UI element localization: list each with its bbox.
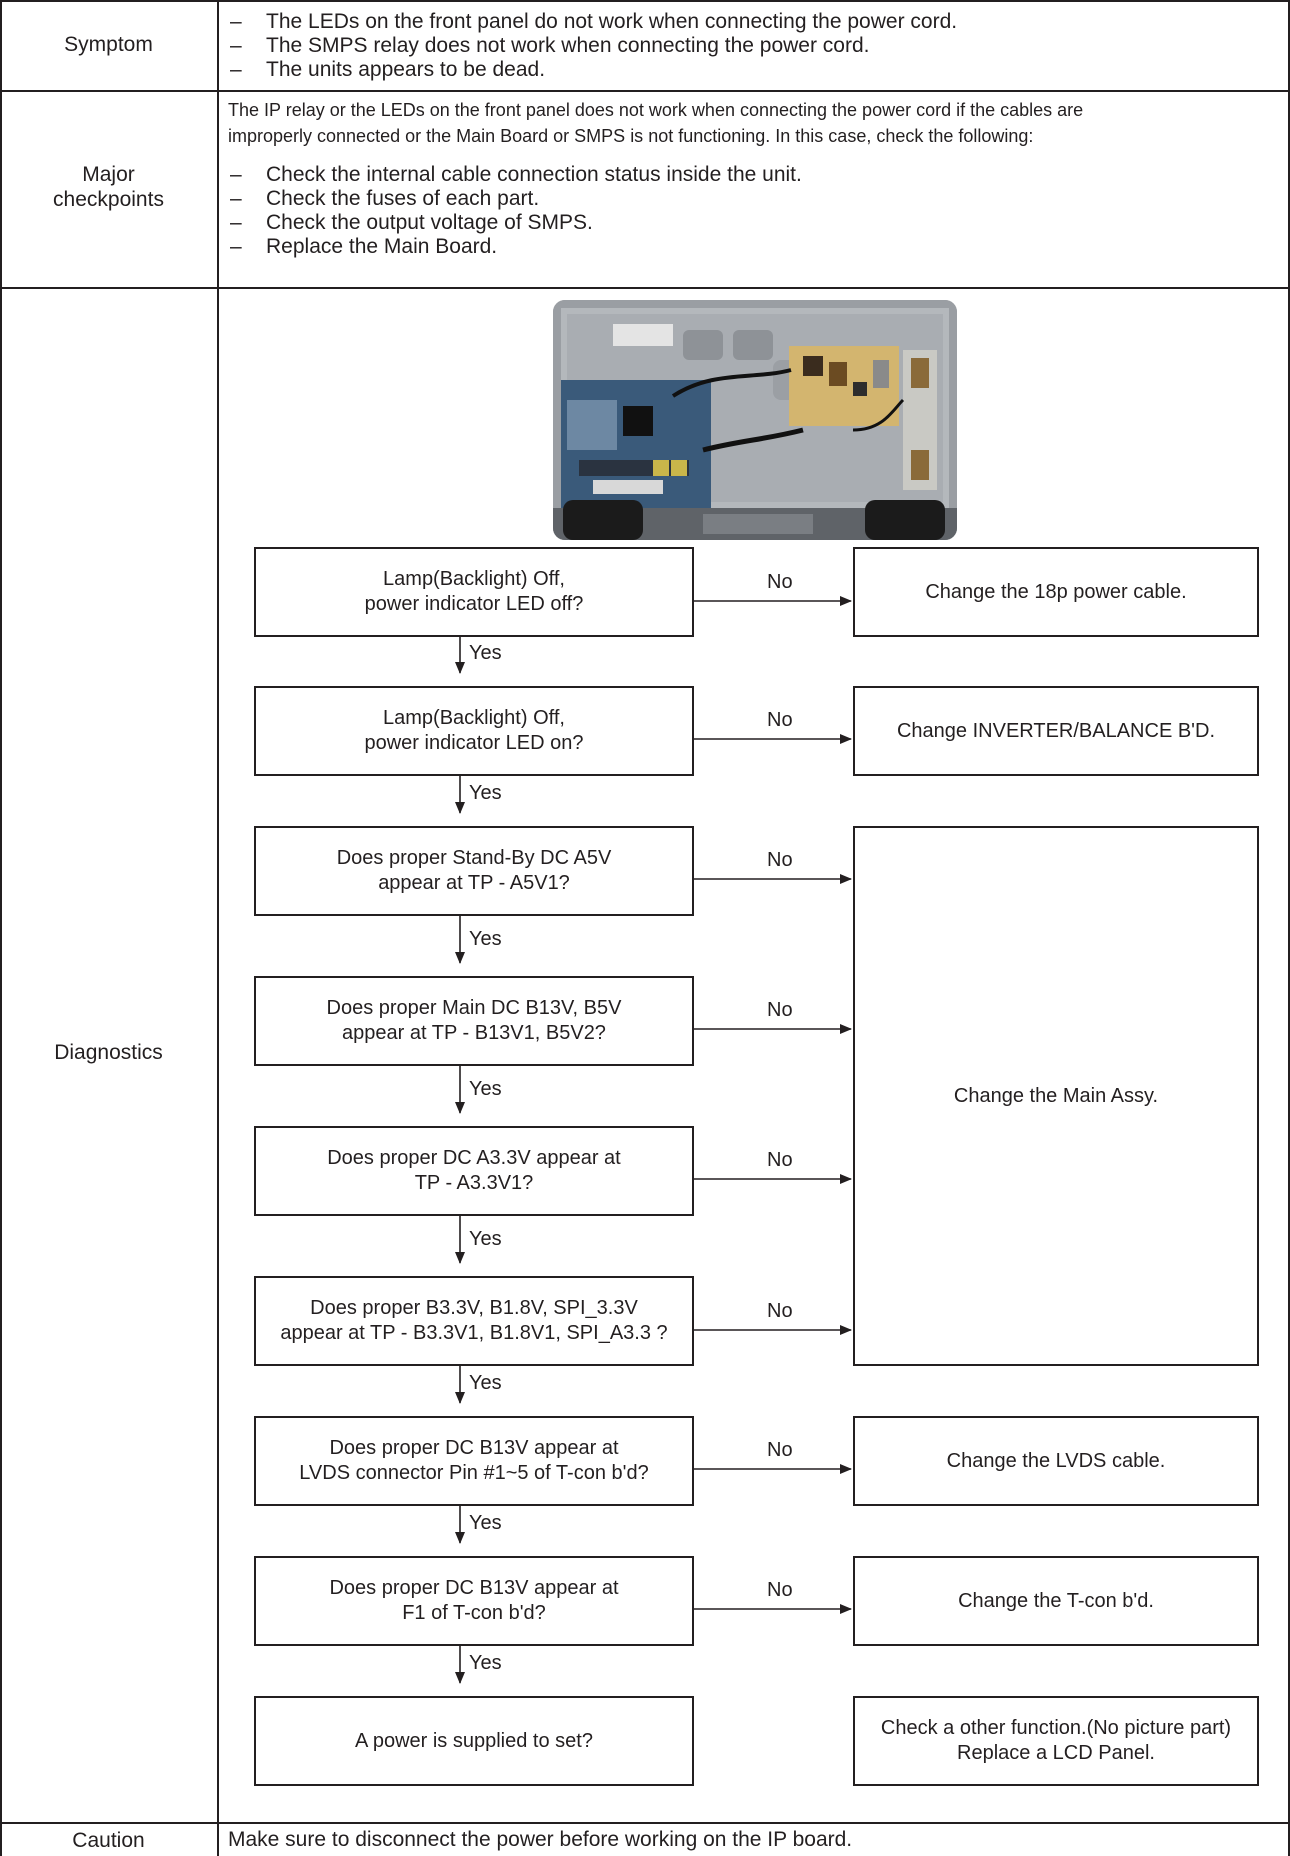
checkpoints-intro-line1: The IP relay or the LEDs on the front pa… [228,100,1084,120]
yes-label: Yes [469,642,502,664]
action-text: Change the 18p power cable. [925,580,1187,603]
yes-label: Yes [469,928,502,950]
action-text: Check a other function.(No picture part) [880,1717,1232,1739]
yes-label: Yes [469,782,502,804]
no-label: No [767,999,793,1021]
check-backlight-off-led-on: Lamp(Backlight) Off, power indicator LED … [254,686,694,776]
symptom-item: The units appears to be dead. [220,58,957,82]
checkpoint-item: Check the output voltage of SMPS. [220,211,802,235]
question-line: appear at TP - B13V1, B5V2? [342,1022,606,1044]
no-label: No [767,709,793,731]
question-line: F1 of T-con b'd? [402,1602,546,1624]
checkpoint-item: Check the internal cable connection stat… [220,163,802,187]
question-line: appear at TP - A5V1? [378,872,570,894]
yes-label: Yes [469,1372,502,1394]
action-main-assy: Change the Main Assy. [853,826,1259,1366]
question-line: Lamp(Backlight) Off, [383,707,565,729]
check-a3-3v: Does proper DC A3.3V appear at TP - A3.3V… [254,1126,694,1216]
checkpoints-label-line1: Major [82,163,135,186]
checkpoint-item: Replace the Main Board. [220,235,802,259]
yes-label: Yes [469,1512,502,1534]
row-divider-diagnostics [0,1822,1290,1824]
question-line: Does proper DC B13V appear at [329,1577,619,1599]
checkpoints-intro-line2: improperly connected or the Main Board o… [228,126,1034,146]
question-line: TP - A3.3V1? [414,1172,534,1194]
question-line: Does proper Main DC B13V, B5V [326,997,622,1019]
row-divider-symptom [0,90,1290,92]
action-tcon: Change the T-con b'd. [853,1556,1259,1646]
checkpoints-label: Major checkpoints [0,162,217,212]
action-text: Replace a LCD Panel. [957,1742,1155,1764]
no-label: No [767,1579,793,1601]
action-other-function: Check a other function.(No picture part)… [853,1696,1259,1786]
action-lvds-cable: Change the LVDS cable. [853,1416,1259,1506]
tv-rear-board-illustration [553,300,957,540]
caution-label: Caution [72,1829,145,1852]
action-text: Change INVERTER/BALANCE B'D. [896,719,1216,742]
caution-text: Make sure to disconnect the power before… [228,1828,853,1851]
check-power-supplied: A power is supplied to set? [254,1696,694,1786]
check-lvds-b13v: Does proper DC B13V appear at LVDS connec… [254,1416,694,1506]
question-line: A power is supplied to set? [355,1729,593,1752]
table-border-left [0,0,2,1856]
yes-label: Yes [469,1652,502,1674]
table-border-right [1288,0,1290,1856]
no-label: No [767,1149,793,1171]
no-label: No [767,571,793,593]
column-divider [217,0,219,1856]
question-line: power indicator LED on? [364,732,584,754]
action-inverter: Change INVERTER/BALANCE B'D. [853,686,1259,776]
table-border-top [0,0,1290,2]
no-label: No [767,1439,793,1461]
question-line: Does proper DC B13V appear at [329,1437,619,1459]
row-divider-checkpoints [0,287,1290,289]
tv-rear-board-photo [553,300,957,540]
yes-label: Yes [469,1228,502,1250]
symptom-item: The SMPS relay does not work when connec… [220,34,957,58]
question-line: power indicator LED off? [364,593,584,615]
question-line: Does proper Stand-By DC A5V [336,847,612,869]
question-line: Does proper B3.3V, B1.8V, SPI_3.3V [310,1297,638,1319]
question-line: LVDS connector Pin #1~5 of T-con b'd? [299,1462,649,1484]
checkpoint-item: Check the fuses of each part. [220,187,802,211]
symptom-label: Symptom [64,33,153,56]
no-label: No [767,1300,793,1322]
no-label: No [767,849,793,871]
check-standby-a5v: Does proper Stand-By DC A5V appear at TP … [254,826,694,916]
yes-label: Yes [469,1078,502,1100]
diagnostics-label: Diagnostics [54,1041,163,1064]
symptom-item: The LEDs on the front panel do not work … [220,10,957,34]
question-line: Lamp(Backlight) Off, [383,568,565,590]
action-text: Change the LVDS cable. [946,1449,1166,1472]
checkpoints-list: Check the internal cable connection stat… [220,163,802,259]
action-text: Change the T-con b'd. [958,1589,1154,1612]
check-backlight-off-led-off: Lamp(Backlight) Off, power indicator LED … [254,547,694,637]
symptom-list: The LEDs on the front panel do not work … [220,10,957,82]
action-text: Change the Main Assy. [953,1084,1159,1107]
check-main-b13v-b5v: Does proper Main DC B13V, B5V appear at T… [254,976,694,1066]
question-line: appear at TP - B3.3V1, B1.8V1, SPI_A3.3 … [280,1322,668,1344]
check-tcon-f1-b13v: Does proper DC B13V appear at F1 of T-con… [254,1556,694,1646]
action-power-cable: Change the 18p power cable. [853,547,1259,637]
question-line: Does proper DC A3.3V appear at [327,1147,621,1169]
checkpoints-label-line2: checkpoints [53,188,164,211]
